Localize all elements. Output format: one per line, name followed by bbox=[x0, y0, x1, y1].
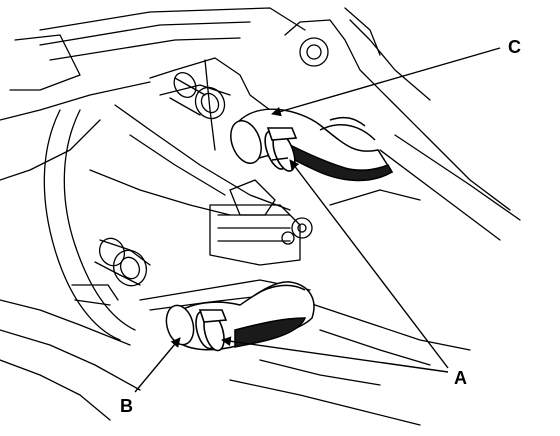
callout-b-label: B bbox=[120, 396, 133, 416]
leader-lines bbox=[134, 47, 501, 393]
lower-hose-end bbox=[165, 304, 195, 346]
lower-hose-shading bbox=[234, 317, 307, 348]
engine-background-linework bbox=[0, 7, 521, 426]
upper-hose-end bbox=[230, 120, 262, 164]
upper-hose-clamp bbox=[264, 127, 298, 172]
lower-hose-clamp bbox=[195, 309, 228, 352]
leader-a-lower bbox=[221, 336, 449, 373]
upper-hose-shading bbox=[277, 138, 394, 182]
upper-heater-hose bbox=[230, 108, 394, 182]
callout-c-label: C bbox=[508, 37, 521, 57]
leader-c bbox=[271, 47, 501, 117]
leader-b bbox=[134, 337, 181, 393]
leader-a-upper bbox=[289, 159, 449, 369]
callout-a-label: A bbox=[454, 368, 467, 388]
